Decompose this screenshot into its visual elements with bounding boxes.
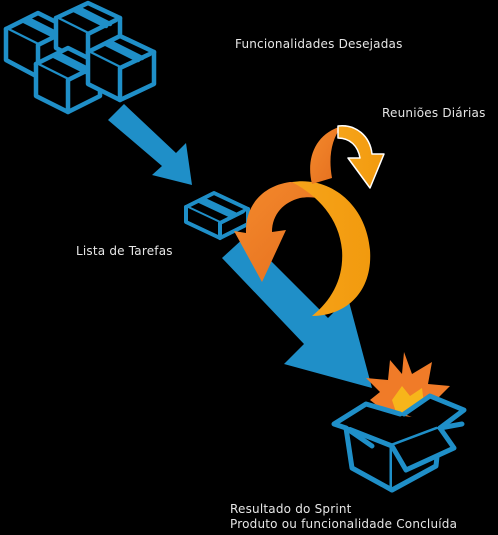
sprint-result-title: Resultado do Sprint — [230, 502, 352, 516]
flow-arrow-icon — [108, 104, 192, 185]
daily-scrum-label: Reuniões Diárias — [382, 106, 486, 120]
open-box-icon — [331, 393, 467, 493]
sprint-result-subtitle: Produto ou funcionalidade Concluída — [230, 517, 458, 531]
daily-scrum-arrow-icon — [337, 125, 385, 189]
sprint-backlog-label: Lista de Tarefas — [76, 244, 173, 258]
product-backlog-label: Funcionalidades Desejadas — [235, 37, 403, 51]
sprint-cycle-arrow-icon — [234, 182, 330, 282]
backlog-box-4 — [85, 33, 157, 103]
sprint-backlog-box-icon — [184, 191, 250, 240]
product-backlog-boxes-icon — [3, 0, 157, 115]
sprint-loop-icon — [292, 181, 371, 316]
daily-scrum-cycle-icon — [310, 126, 342, 184]
